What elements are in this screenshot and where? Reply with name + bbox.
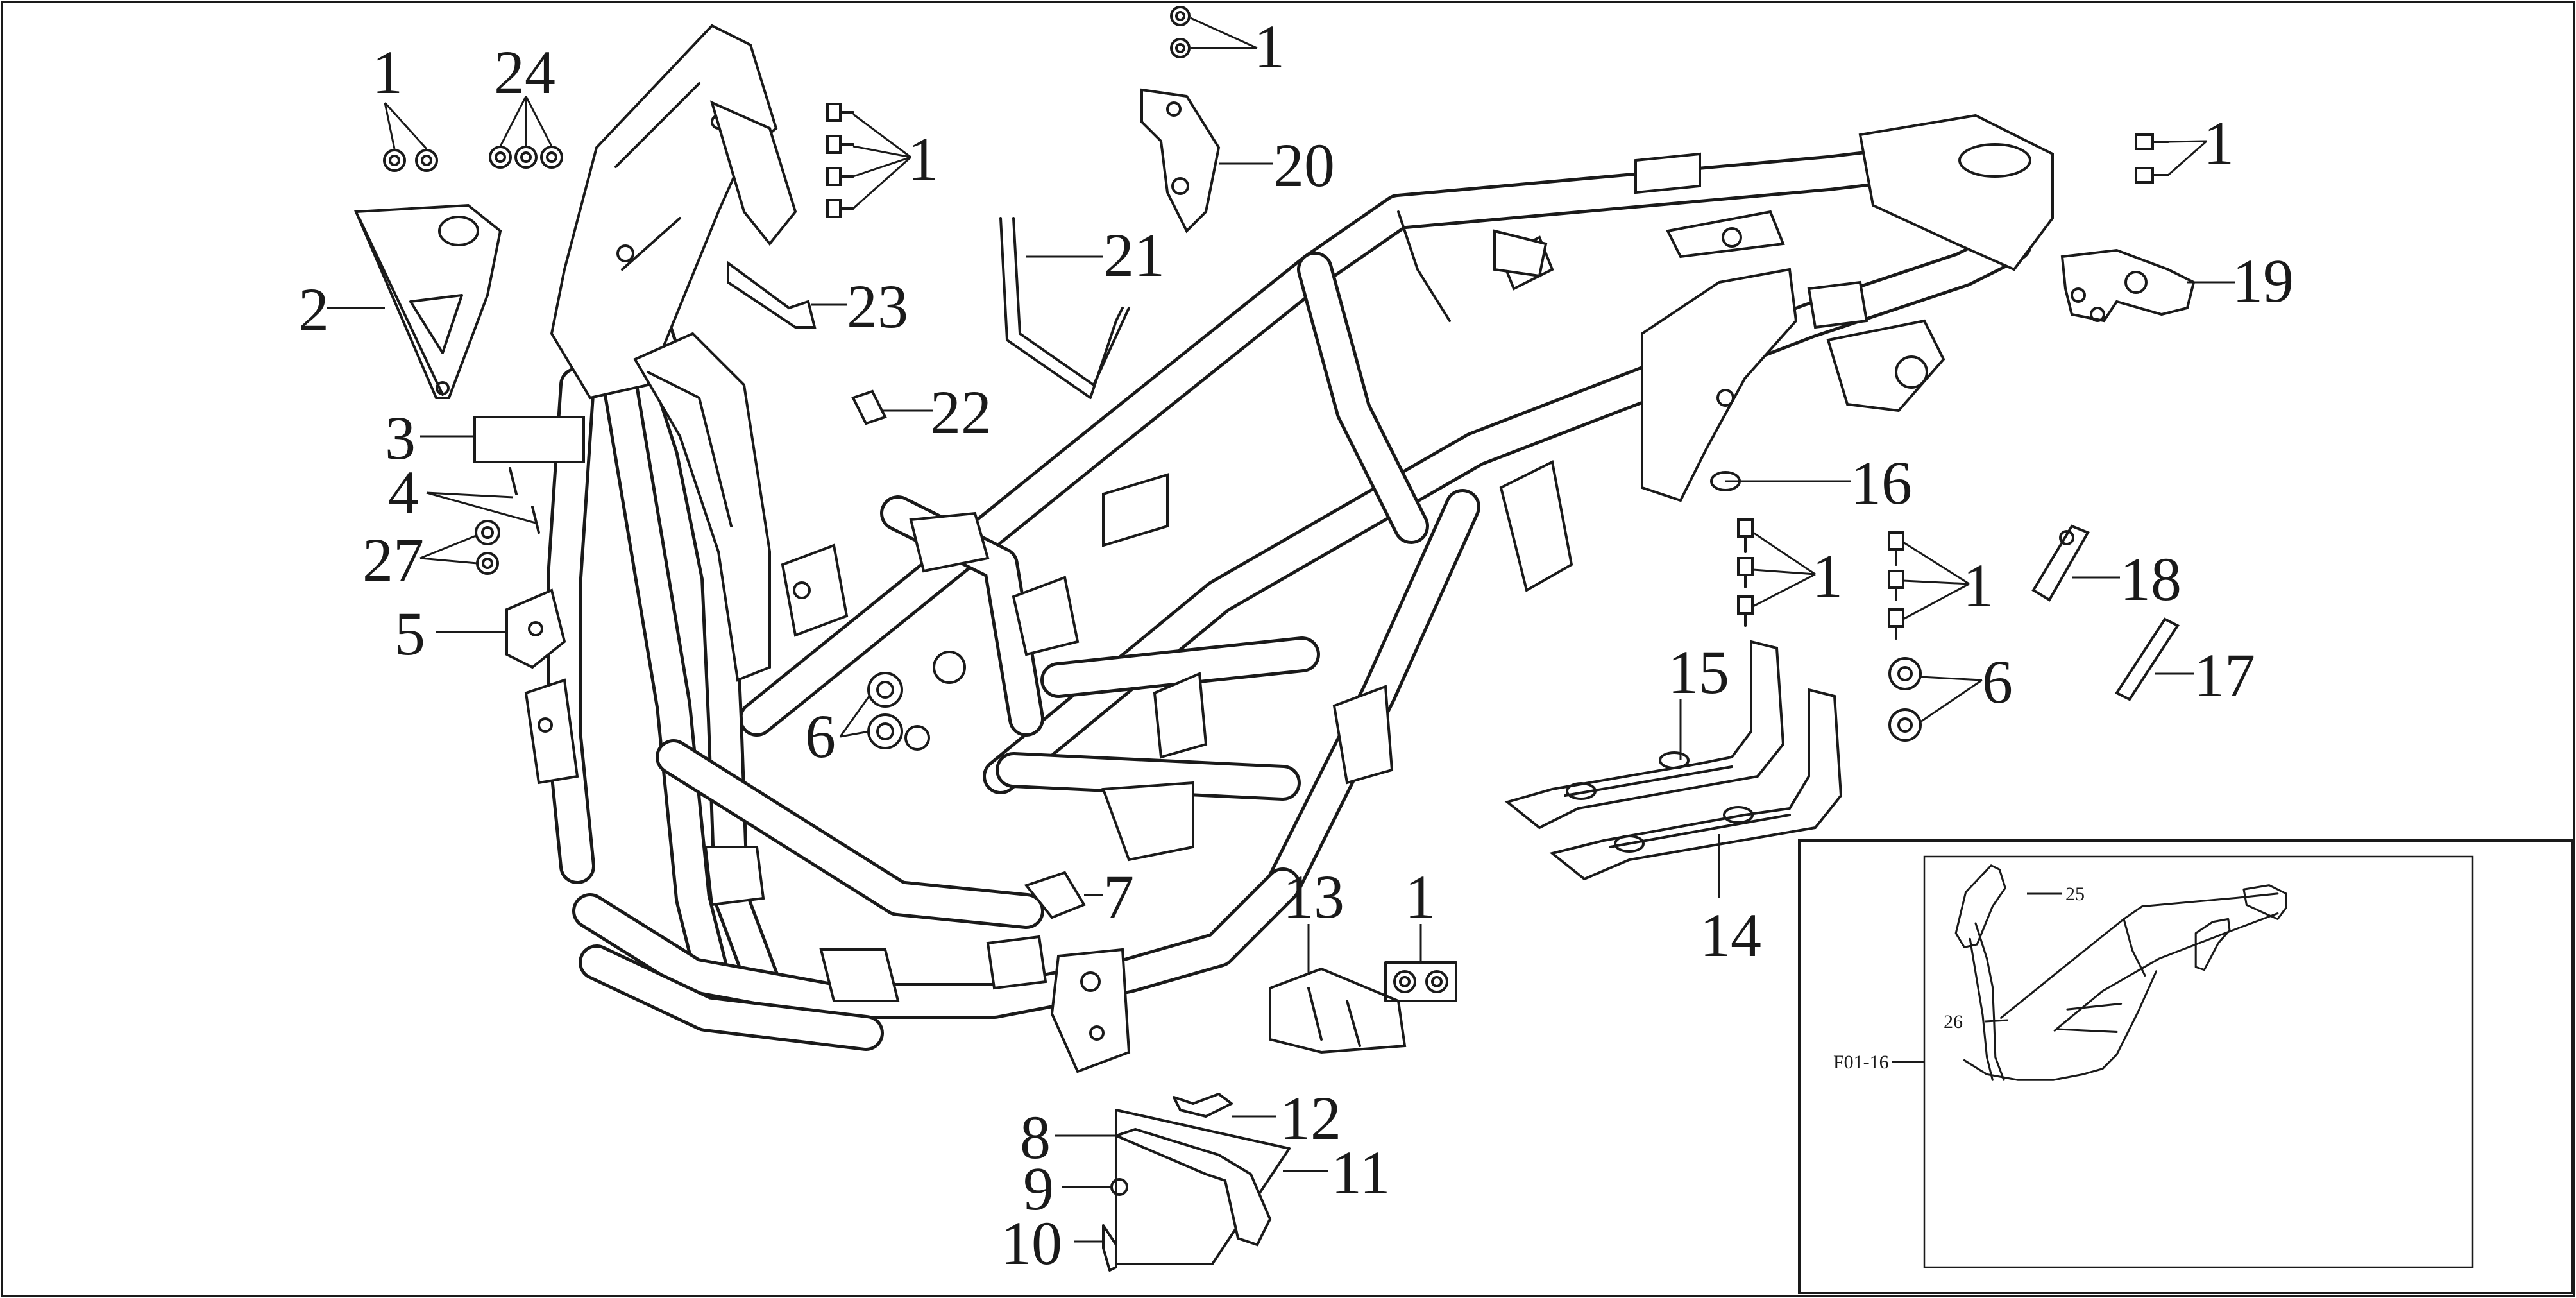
- part-bolts-1-top-right: 1: [2135, 108, 2234, 184]
- part-clip-22: 22: [851, 378, 992, 447]
- label-4: 4: [388, 458, 419, 527]
- part-bolts-1-right: 1: [1888, 531, 1994, 640]
- inset-frame-drawing: [1954, 864, 2287, 1081]
- label-6-right: 6: [1982, 647, 2013, 716]
- part-bracket-19: 19: [2060, 246, 2294, 323]
- part-grommets-6-frame: 6: [805, 672, 903, 771]
- label-8: 8: [1020, 1103, 1051, 1172]
- label-14: 14: [1700, 901, 1761, 969]
- part-bolts-1-center-right: 1: [1737, 518, 1843, 627]
- label-13: 13: [1283, 862, 1344, 931]
- part-footrest-brackets-14-15: 15 14: [1504, 638, 1843, 969]
- inset-overview: 25 26 F01-16: [1798, 839, 2573, 1294]
- label-23: 23: [847, 272, 908, 341]
- label-1-top-right: 1: [2203, 108, 2234, 177]
- label-1-bottom-box: 1: [1405, 862, 1436, 931]
- label-17: 17: [2194, 641, 2255, 710]
- part-bolts-1-head: 1: [826, 103, 938, 218]
- label-24: 24: [494, 38, 555, 107]
- label-1-right: 1: [1963, 551, 1994, 620]
- part-nuts-1-box: 1: [1384, 862, 1457, 1002]
- main-frame: [524, 24, 2054, 1073]
- part-bracket-13: 13: [1269, 862, 1407, 1054]
- label-21: 21: [1103, 221, 1165, 289]
- label-1-head: 1: [908, 124, 938, 193]
- label-27: 27: [362, 525, 424, 594]
- part-plate-3: 3: [385, 404, 585, 472]
- label-6-frame: 6: [805, 702, 836, 771]
- label-12: 12: [1280, 1084, 1341, 1152]
- label-16: 16: [1851, 448, 1912, 517]
- label-7: 7: [1103, 862, 1134, 931]
- label-1-top-left: 1: [372, 38, 403, 107]
- part-clip-18: 18: [2031, 524, 2182, 613]
- label-22: 22: [930, 378, 992, 447]
- label-1-top-center: 1: [1254, 12, 1285, 81]
- part-bolts-1-top-left: 1: [372, 38, 438, 172]
- label-11: 11: [1331, 1138, 1390, 1207]
- part-bracket-2: 2: [298, 203, 502, 399]
- label-1-center-right: 1: [1812, 542, 1843, 610]
- label-9: 9: [1023, 1154, 1054, 1223]
- inset-code: F01-16: [1833, 1052, 1889, 1073]
- inset-label-25: 25: [2065, 884, 2085, 905]
- label-10: 10: [1001, 1209, 1062, 1277]
- label-3: 3: [385, 404, 416, 472]
- part-bracket-20: 20: [1140, 88, 1335, 234]
- label-19: 19: [2232, 246, 2294, 315]
- label-15: 15: [1668, 638, 1729, 706]
- part-bracket-5: 5: [394, 588, 566, 669]
- label-2: 2: [298, 275, 329, 344]
- label-20: 20: [1273, 131, 1335, 200]
- part-clip-17: 17: [2115, 617, 2255, 710]
- label-18: 18: [2120, 545, 2182, 613]
- part-clip-23: 23: [727, 260, 908, 341]
- part-bolts-1-top-center: 1: [1170, 6, 1285, 81]
- part-clip-7: 7: [1024, 862, 1134, 931]
- part-nuts-24: 24: [489, 38, 563, 169]
- label-5: 5: [394, 599, 425, 668]
- part-nuts-27: 27: [362, 520, 500, 594]
- part-side-stand-group: 8 9 10 11 12: [1001, 1084, 1390, 1277]
- inset-label-26: 26: [1944, 1011, 1963, 1032]
- part-bracket-16: 16: [1725, 448, 1912, 517]
- part-strap-21: 21: [999, 217, 1165, 399]
- part-rivets-4: 4: [388, 458, 540, 534]
- part-grommets-6-right: 6: [1888, 647, 2013, 742]
